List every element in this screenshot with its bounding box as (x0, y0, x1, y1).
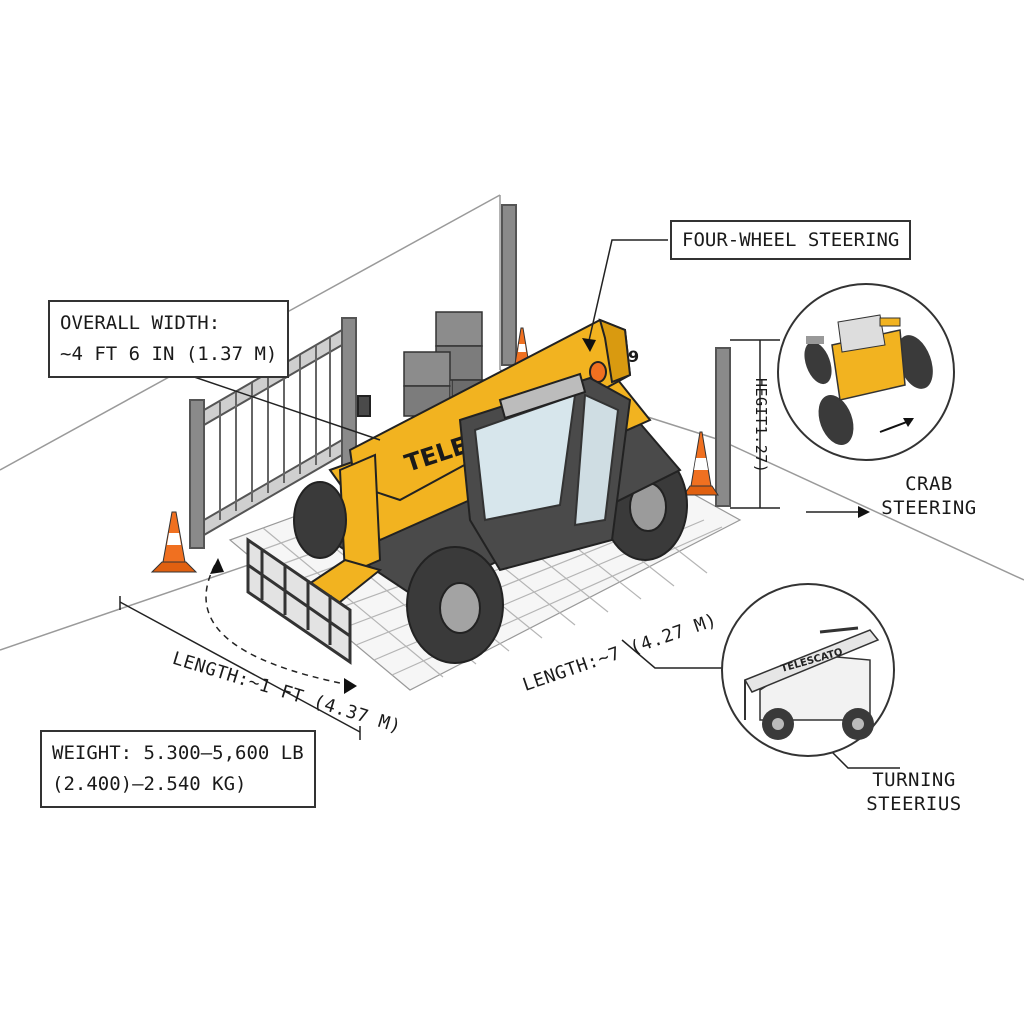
turning-arc (205, 564, 351, 686)
height-label: HEGIT1.27) (752, 378, 770, 474)
turning-steering-inset: TELESCATO (721, 583, 895, 757)
crab-steering-line1: CRAB (905, 473, 953, 495)
arrowheads (210, 338, 870, 694)
dimension-lines (119, 239, 900, 769)
boom-number-text: 9 (628, 347, 639, 366)
traffic-cone-right (683, 431, 719, 496)
steering-leader-line (587, 239, 668, 346)
length-left-dimension (119, 601, 361, 733)
turning-steering-line1: TURNING (872, 769, 956, 791)
fork-carriage (246, 537, 352, 665)
crab-steering-inset (777, 283, 955, 461)
turning-steering-label: TURNING STEERIUS (866, 768, 962, 816)
crab-steering-label: CRAB STEERING (880, 472, 978, 520)
four-wheel-steering-label: FOUR-WHEEL STEERING (670, 220, 912, 260)
side-mirror (357, 395, 371, 417)
lift-arm (338, 453, 382, 577)
overall-width-line2: ~4 FT 6 IN (1.37 M) (60, 343, 278, 365)
fence-posts (501, 204, 731, 507)
crab-steering-line2: STEERING (881, 497, 977, 519)
overall-width-label: OVERALL WIDTH: ~4 FT 6 IN (1.37 M) (48, 300, 290, 378)
telehandler-machine: TELESC 9 (246, 318, 688, 665)
overall-width-line1: OVERALL WIDTH: (60, 312, 221, 334)
turning-steering-line2: STEERIUS (866, 793, 962, 815)
traffic-cone-left (150, 511, 198, 573)
four-wheel-steering-text: FOUR-WHEEL STEERING (682, 229, 900, 251)
left-front-wheel (293, 481, 347, 559)
weight-line2: (2.400)–2.540 KG) (52, 773, 247, 795)
turning-leader-line (621, 639, 740, 669)
weight-label: WEIGHT: 5.300–5,600 LB (2.400)–2.540 KG) (40, 730, 316, 808)
weight-line1: WEIGHT: 5.300–5,600 LB (52, 742, 304, 764)
